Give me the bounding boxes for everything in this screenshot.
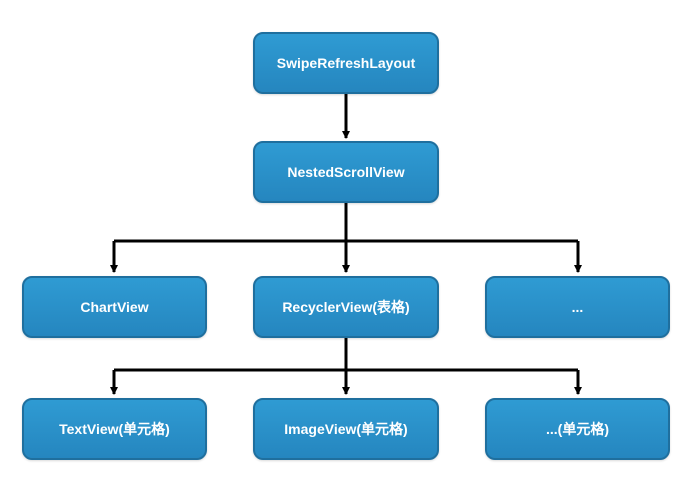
node-more-level2: ... xyxy=(485,276,670,338)
node-swiperefreshlayout: SwipeRefreshLayout xyxy=(253,32,439,94)
node-chartview: ChartView xyxy=(22,276,207,338)
node-nestedscrollview: NestedScrollView xyxy=(253,141,439,203)
node-more-cell: ...(单元格) xyxy=(485,398,670,460)
node-recyclerview: RecyclerView(表格) xyxy=(253,276,439,338)
node-textview-cell: TextView(单元格) xyxy=(22,398,207,460)
node-imageview-cell: ImageView(单元格) xyxy=(253,398,439,460)
